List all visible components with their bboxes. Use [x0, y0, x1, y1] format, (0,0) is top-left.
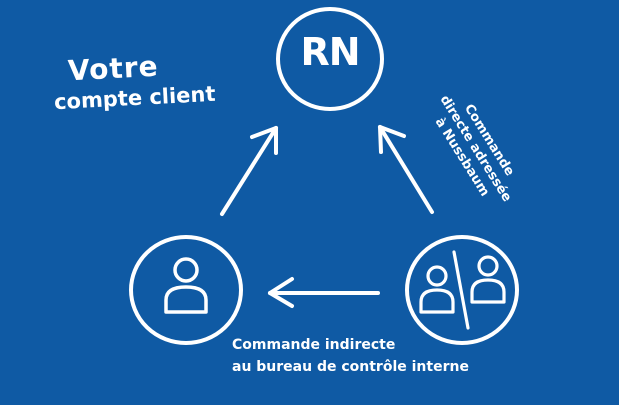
indirect-order-label: Commande indirecte au bureau de contrôle…: [232, 334, 469, 378]
internal-office-node-circle: [405, 235, 519, 345]
customer-node-circle: [129, 235, 243, 345]
arrow-icon: [378, 125, 434, 214]
rn-node-label: RN: [300, 30, 360, 74]
arrow-icon: [220, 126, 278, 216]
person-icon: [164, 257, 208, 314]
arrow-icon: [268, 277, 380, 308]
two-persons-icon: [419, 250, 506, 330]
indirect-order-line-2: au bureau de contrôle interne: [232, 359, 469, 375]
title-line-1: Votre: [67, 49, 160, 88]
indirect-order-line-1: Commande indirecte: [232, 337, 396, 353]
rn-node-circle: [276, 7, 384, 111]
